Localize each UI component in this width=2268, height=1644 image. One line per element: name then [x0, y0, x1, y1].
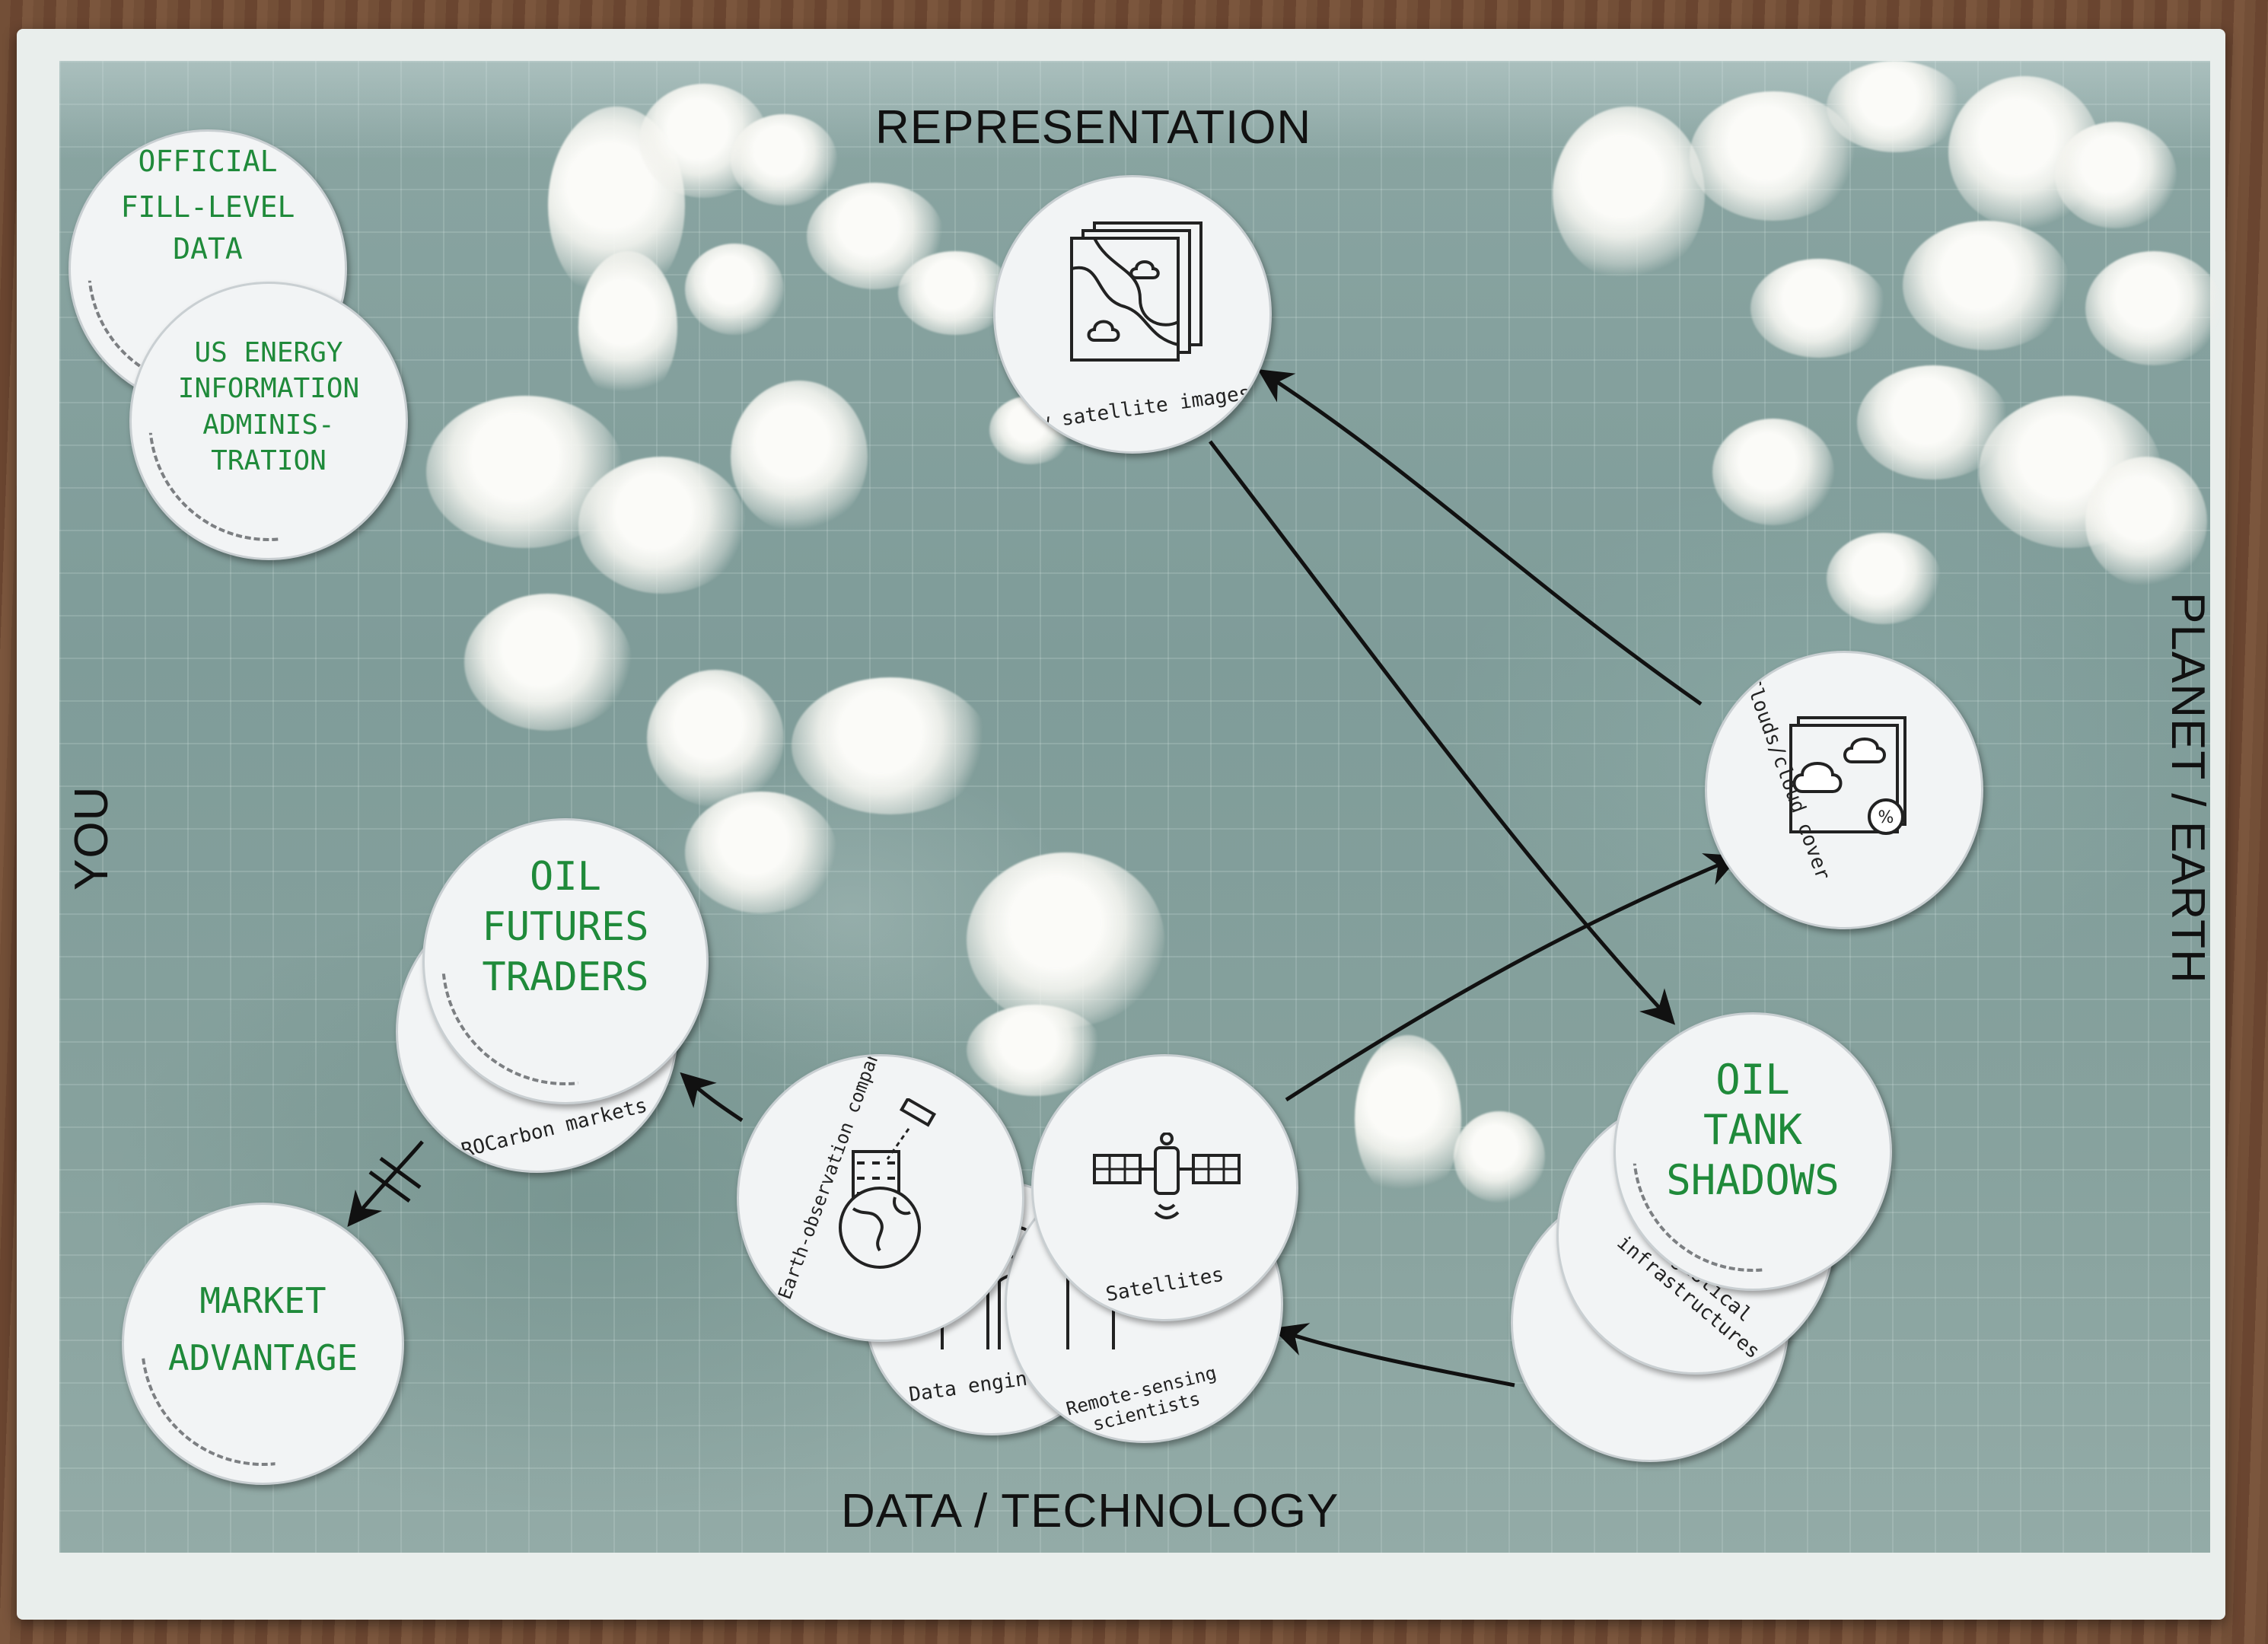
cotton-puff	[647, 670, 784, 807]
cotton-puff	[792, 677, 989, 814]
satellite-globe-icon	[839, 1098, 937, 1269]
cotton-puff	[578, 251, 677, 403]
shadows-line-1: OIL	[1715, 1056, 1790, 1104]
cloud-map-icon: %	[1789, 716, 1906, 835]
disc-us-energy-information-administration: US ENERGY INFORMATION ADMINIS- TRATION	[129, 282, 408, 560]
cotton-puff	[685, 244, 784, 335]
advantage-line-2: ADVANTAGE	[167, 1337, 358, 1378]
official-line-3: DATA	[173, 232, 243, 266]
cotton-puff	[2055, 122, 2177, 228]
disc-market-advantage: MARKET ADVANTAGE	[122, 1203, 404, 1485]
cotton-puff	[967, 1005, 1104, 1096]
cotton-puff	[685, 792, 837, 913]
traders-line-3: TRADERS	[482, 954, 649, 1000]
cotton-puff	[1553, 107, 1705, 282]
arrow-satellites-to-clouds	[1285, 853, 1741, 1102]
arrow-markets-to-advantage	[347, 1140, 424, 1228]
arrow-clouds-to-raw-images	[1257, 369, 1703, 706]
cotton-puff	[2085, 457, 2207, 586]
cotton-puff	[731, 114, 837, 206]
cotton-puff	[1355, 1035, 1461, 1203]
shadows-line-2: TANK	[1703, 1106, 1803, 1155]
advantage-line-1: MARKET	[199, 1280, 327, 1321]
cotton-puff	[1750, 259, 1887, 358]
eia-line-1: US ENERGY	[194, 337, 343, 368]
traders-line-1: OIL	[530, 854, 601, 900]
arrow-crossing-mark	[368, 1156, 422, 1203]
cotton-puff	[578, 457, 746, 594]
shadows-line-3: SHADOWS	[1666, 1156, 1840, 1205]
eia-line-4: TRATION	[211, 445, 327, 477]
disc-private-earth-observation-companies: Private Earth-observation companies	[737, 1054, 1024, 1342]
disc-oil-tank-shadows: OIL TANK SHADOWS	[1613, 1012, 1892, 1291]
arrow-uncertainty-to-scientists	[1272, 1323, 1515, 1388]
disc-oil-futures-traders: OIL FUTURES TRADERS	[422, 818, 709, 1104]
eia-line-2: INFORMATION	[177, 373, 360, 405]
satellite-icon	[1093, 1133, 1241, 1219]
axis-label-bottom: DATA / TECHNOLOGY	[841, 1485, 1339, 1537]
cotton-puff	[1903, 221, 2070, 350]
cotton-puff	[2085, 251, 2222, 365]
cotton-puff	[1454, 1111, 1545, 1203]
disc-clouds-cloud-cover: % Clouds/cloud cover	[1705, 651, 1983, 929]
cotton-puff	[731, 381, 868, 533]
axis-label-top: REPRESENTATION	[875, 101, 1312, 154]
traders-line-2: FUTURES	[482, 903, 649, 950]
cotton-puff	[967, 852, 1164, 1028]
arrow-raw-images-to-oil-tanks	[1209, 440, 1676, 1025]
cotton-puff	[1827, 61, 1964, 152]
disc-raw-satellite-images: Raw satellite images	[993, 175, 1272, 454]
svg-text:%: %	[1878, 808, 1894, 827]
arrow-companies-to-markets	[680, 1072, 744, 1123]
cotton-puff	[464, 594, 632, 731]
eia-line-3: ADMINIS-	[202, 409, 335, 441]
cotton-puff	[1712, 419, 1834, 525]
disc-satellites: Satellites	[1031, 1054, 1298, 1321]
layered-map-icon	[1070, 221, 1202, 362]
official-line-2: FILL-LEVEL	[120, 190, 295, 224]
cotton-puff	[1827, 533, 1941, 624]
official-line-1: OFFICIAL	[138, 145, 278, 178]
